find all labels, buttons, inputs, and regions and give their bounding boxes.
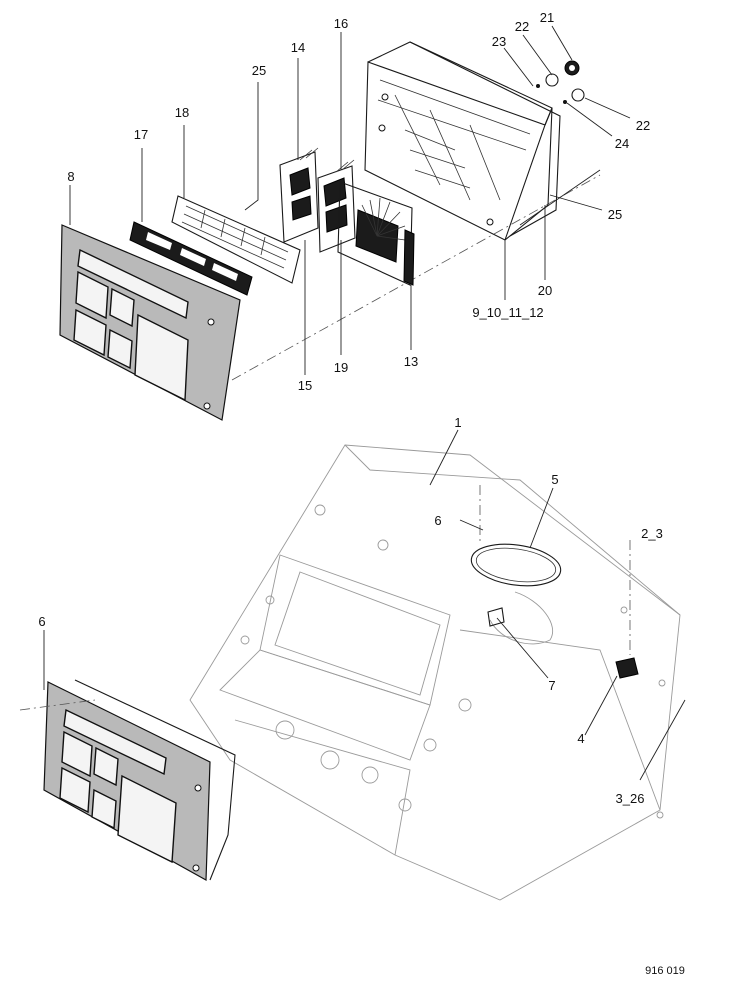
gauge-part-14-15	[279, 147, 319, 243]
callout-6-center: 6	[434, 513, 441, 528]
callout-14: 14	[291, 40, 305, 55]
callout-25-right: 25	[608, 207, 622, 222]
leader-lines	[43, 25, 686, 781]
panel-axis-line	[19, 699, 96, 711]
callout-8: 8	[67, 169, 74, 184]
callout-23: 23	[492, 34, 506, 49]
callout-19: 18	[175, 105, 189, 120]
callout-9-12: 9_10_11_12	[472, 305, 543, 320]
callout-4: 4	[577, 731, 584, 746]
callout-6-left: 6	[38, 614, 45, 629]
callout-15: 15	[298, 378, 312, 393]
gasket-part-20	[409, 41, 561, 237]
bracket-part-18	[129, 221, 253, 296]
block-part-4	[615, 657, 639, 679]
callout-25-left: 25	[252, 63, 266, 78]
oval-cover-part-5	[470, 543, 562, 587]
callout-1: 1	[454, 415, 461, 430]
fittings-part-21-24	[536, 60, 585, 104]
callout-7: 7	[548, 678, 555, 693]
clip-part-7	[487, 607, 505, 627]
callout-5: 5	[551, 472, 558, 487]
callout-16: 19	[334, 360, 348, 375]
gauge-part-16-17	[317, 159, 356, 253]
housing-part-9-12	[364, 41, 553, 241]
callout-21: 21	[540, 10, 554, 25]
callout-20: 20	[538, 283, 552, 298]
dial-plate-part-13	[337, 181, 415, 286]
callout-17: 16	[334, 16, 348, 31]
dashboard-housing-part-1	[189, 444, 681, 901]
figure-reference-number: 916 019	[645, 965, 685, 977]
callout-3-26: 3_26	[616, 791, 645, 806]
callout-2-3: 2_3	[641, 526, 663, 541]
callout-22-top: 22	[515, 19, 529, 34]
callout-18: 17	[134, 127, 148, 142]
lens-part-19	[171, 195, 301, 284]
instrument-panel-part-6	[43, 679, 236, 882]
callout-labels: 8 17 18 25 14 16 15 19 13 9_10_11_12 20 …	[38, 10, 662, 806]
callout-22-right: 22	[636, 118, 650, 133]
callout-13: 13	[404, 354, 418, 369]
front-bezel-part-8	[59, 224, 241, 421]
callout-24: 24	[615, 136, 629, 151]
